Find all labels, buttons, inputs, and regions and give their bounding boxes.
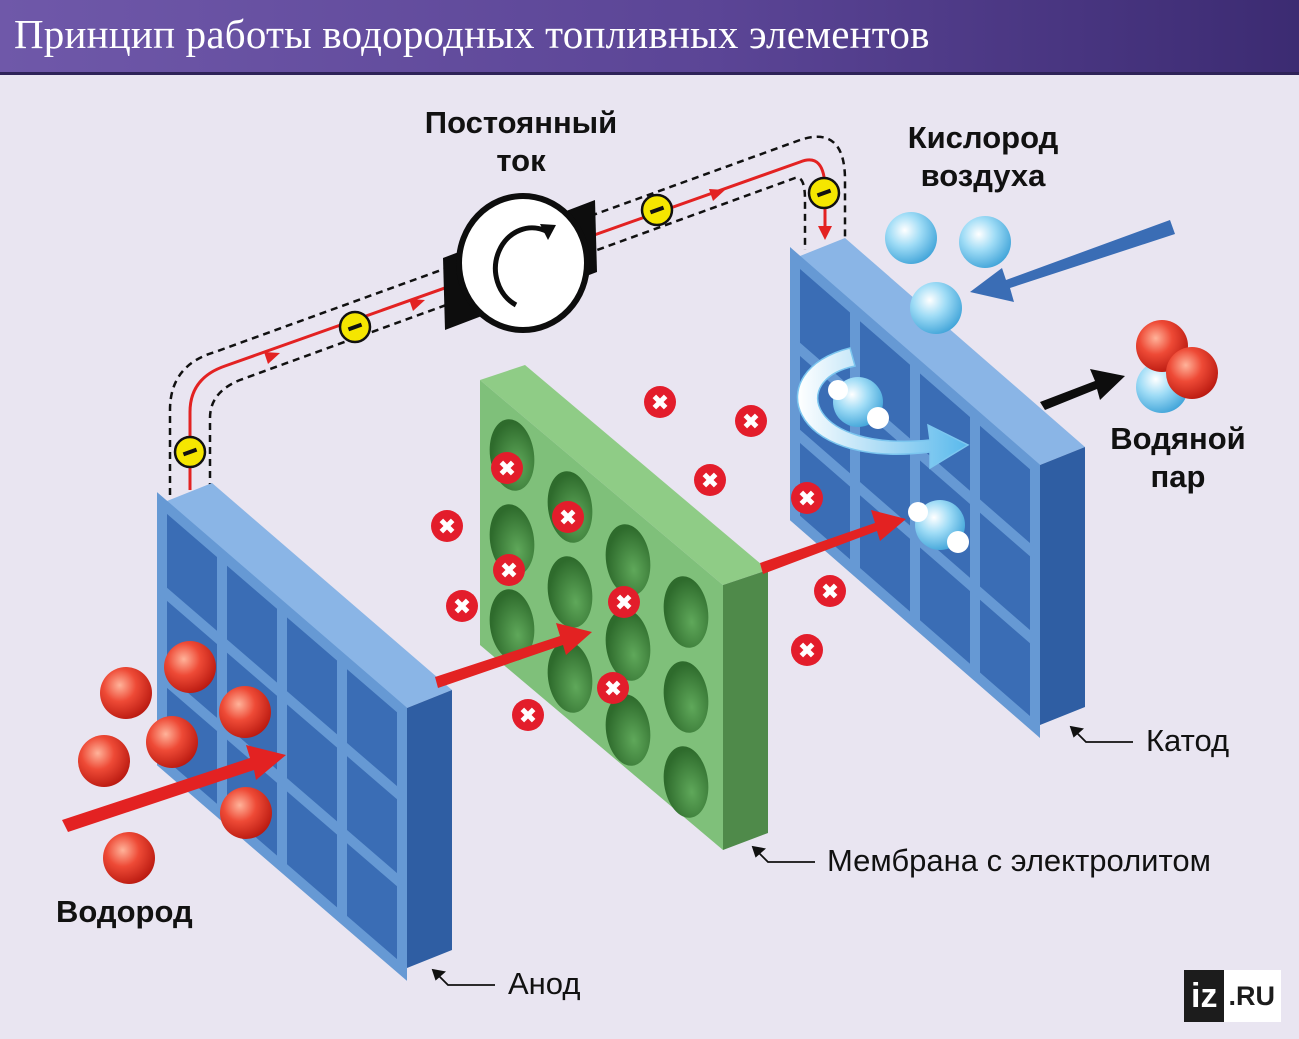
page-title: Принцип работы водородных топливных элем… [14, 11, 930, 57]
hydrogen-atom-icon [219, 686, 271, 738]
membrane-pore [663, 661, 709, 733]
current-arrows [188, 158, 827, 490]
vapor-label: Водяной пар [1098, 420, 1258, 496]
oxygen-label-line1: Кислород [907, 120, 1059, 155]
vapor-label-line1: Водяной [1110, 421, 1246, 456]
hydrogen-atom-icon [908, 502, 928, 522]
membrane-pore [663, 746, 709, 818]
oxygen-label-line2: воздуха [920, 157, 1046, 193]
vapor-outflow-arrow [1040, 369, 1125, 410]
proton-icon [791, 634, 823, 666]
hydrogen-atom-icon [947, 531, 969, 553]
proton-icon [814, 575, 846, 607]
electron-icon [807, 176, 841, 210]
proton-icon [694, 464, 726, 496]
oxygen-atom-icon [910, 282, 962, 334]
hydrogen-atom-icon [146, 716, 198, 768]
membrane-pore [605, 694, 651, 766]
electron-icon [640, 193, 674, 227]
cathode-label: Катод [1146, 723, 1230, 758]
membrane-label: Мембрана с электролитом [827, 843, 1211, 878]
proton-icon [446, 590, 478, 622]
hydrogen-label: Водород [56, 894, 193, 929]
current-arrowheads [264, 189, 832, 364]
proton-icon [431, 510, 463, 542]
header-divider [0, 72, 1299, 75]
protons [431, 386, 846, 731]
anode-electrode [157, 483, 452, 981]
proton-icon [608, 586, 640, 618]
electron-icon [173, 435, 207, 469]
membrane-pore [605, 609, 651, 681]
dc-source-icon [443, 193, 597, 333]
membrane-pore [547, 641, 593, 713]
hydrogen-atom-icon [164, 641, 216, 693]
hydrogen-atom-icon [103, 832, 155, 884]
label-leaders [431, 725, 1133, 986]
logo-iz: iz [1184, 970, 1225, 1022]
proton-icon [597, 672, 629, 704]
membrane-pore [547, 556, 593, 628]
membrane-pore [605, 524, 651, 596]
hydrogen-atom-icon [100, 667, 152, 719]
logo-ru: .RU [1224, 970, 1281, 1022]
proton-icon [493, 554, 525, 586]
hydrogen-atom-icon [828, 380, 848, 400]
proton-icon [552, 501, 584, 533]
dc-label-line1: Постоянный [424, 105, 618, 140]
vapor-label-line2: пар [1150, 458, 1206, 494]
proton-icon [512, 699, 544, 731]
proton-icon [735, 405, 767, 437]
hydrogen-flow-arrows [62, 510, 906, 832]
electrons [173, 176, 841, 469]
hydrogen-atom-icon [78, 735, 130, 787]
izru-logo: iz .RU [1184, 970, 1281, 1022]
proton-icon [491, 452, 523, 484]
header-bar: Принцип работы водородных топливных элем… [0, 0, 1299, 72]
membrane-pore [489, 589, 535, 661]
dc-label-line2: ток [496, 142, 546, 178]
cathode-electrode [790, 238, 1085, 738]
reaction-swirl [796, 347, 970, 470]
air-inflow-arrow [970, 220, 1175, 302]
electron-icon [338, 310, 372, 344]
oxygen-atom-icon [959, 216, 1011, 268]
proton-icon [644, 386, 676, 418]
oxygen-atom-icon [885, 212, 937, 264]
anode-label: Анод [508, 966, 581, 1001]
hydrogen-atom-icon [867, 407, 889, 429]
hydrogen-atom-icon [220, 787, 272, 839]
dc-label: Постоянный ток [416, 104, 626, 180]
membrane-pore [663, 576, 709, 648]
proton-icon [791, 482, 823, 514]
oxygen-label: Кислород воздуха [888, 119, 1078, 195]
atoms [78, 212, 1218, 884]
hydrogen-atom-icon [1166, 347, 1218, 399]
